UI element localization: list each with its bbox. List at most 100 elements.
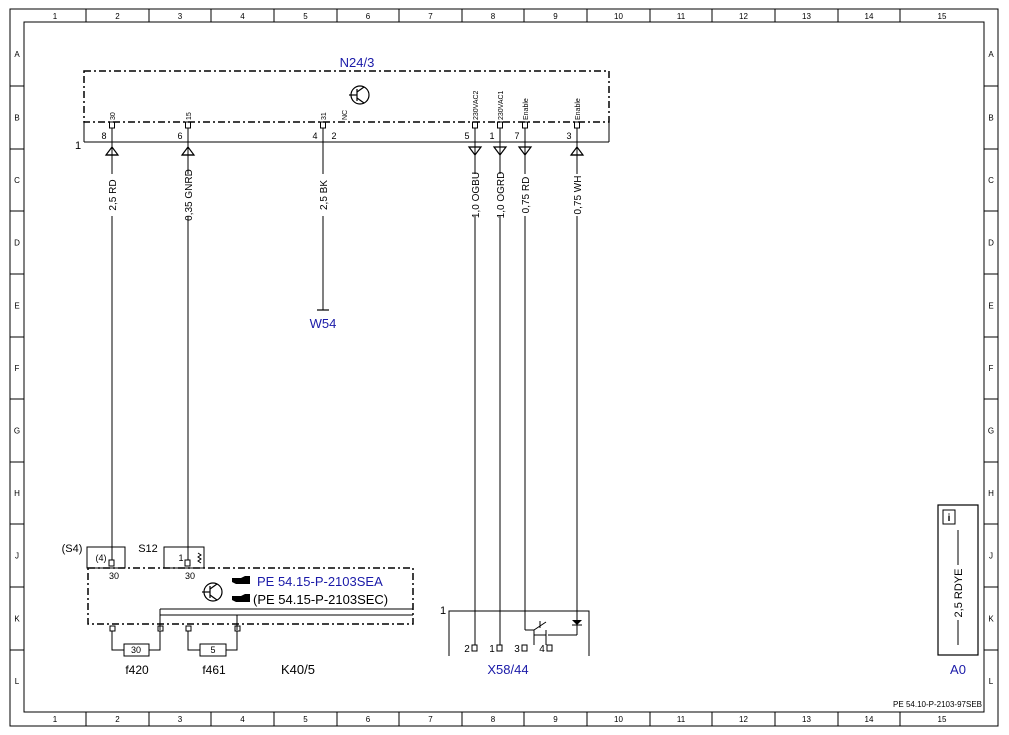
- column-index: 1: [53, 12, 58, 21]
- row-index: L: [989, 677, 994, 686]
- row-index: A: [988, 50, 994, 59]
- k40-title: K40/5: [281, 662, 315, 677]
- column-index: 11: [677, 715, 686, 724]
- transistor-icon: [349, 85, 370, 105]
- row-index: E: [988, 302, 993, 311]
- ref-link-sea[interactable]: PE 54.15-P-2103SEA: [257, 574, 383, 589]
- a0-title[interactable]: A0: [950, 662, 966, 677]
- row-index: G: [14, 427, 20, 436]
- pointing-hand-icon: [232, 576, 250, 584]
- column-index: 4: [240, 12, 245, 21]
- column-index: 6: [366, 715, 371, 724]
- row-index: G: [988, 427, 994, 436]
- n24-title[interactable]: N24/3: [340, 55, 375, 70]
- column-index: 14: [865, 12, 874, 21]
- wire: 0,75 WH: [569, 142, 585, 611]
- fuse-f461-name: f461: [202, 663, 226, 677]
- row-index: F: [989, 364, 994, 373]
- row-ruler-left: A B C D E F G H J K L: [10, 50, 24, 686]
- row-index: F: [15, 364, 20, 373]
- n24-pin: 6 15: [177, 112, 193, 142]
- row-index: E: [14, 302, 19, 311]
- n24-pin-number: 7: [514, 131, 519, 141]
- column-index: 3: [178, 12, 183, 21]
- row-index: C: [988, 176, 994, 185]
- fuse-f461-value: 5: [210, 645, 215, 655]
- column-index: 3: [178, 715, 183, 724]
- column-index: 7: [428, 12, 433, 21]
- k40-transistor-icon: [202, 582, 223, 602]
- row-index: H: [14, 489, 20, 498]
- fuse-f420-name: f420: [125, 663, 149, 677]
- row-index: K: [14, 615, 20, 624]
- n24-pin-number: 1: [489, 131, 494, 141]
- column-index: 15: [938, 715, 947, 724]
- k40-pin-30a: 30: [109, 571, 119, 581]
- diode-icon: [572, 620, 582, 626]
- row-index: D: [14, 239, 20, 248]
- column-index: 2: [115, 715, 120, 724]
- wire-label: 0,75 WH: [573, 176, 584, 215]
- column-index: 14: [865, 715, 874, 724]
- n24-pin-number: 6: [177, 131, 182, 141]
- s12-pin: 1: [178, 553, 183, 563]
- n24-pin-function: 15: [186, 112, 193, 120]
- column-index: 8: [491, 715, 496, 724]
- sheet-frame: [9, 8, 999, 727]
- s12-label: S12: [138, 543, 158, 555]
- arrow-down-icon: [492, 146, 508, 156]
- n24-pin: 1 230VAC1: [489, 90, 505, 142]
- row-index: A: [14, 50, 20, 59]
- column-index: 8: [491, 12, 496, 21]
- document-reference: PE 54.10-P-2103-97SEB: [893, 700, 982, 709]
- n24-pin-number: 4: [312, 131, 317, 141]
- ref-link-sec[interactable]: (PE 54.15-P-2103SEC): [253, 592, 388, 607]
- row-index: C: [14, 176, 20, 185]
- wire-label: 0,75 RD: [521, 177, 532, 214]
- info-icon[interactable]: i: [942, 509, 956, 525]
- wire: 0,35 GNRD: [180, 142, 196, 560]
- wire: 2,5 RD: [104, 142, 120, 560]
- k40-component: (S4) (4) S12 1 30 30 PE 54.15-P-2103SEA …: [62, 543, 414, 677]
- row-index: J: [989, 552, 993, 561]
- wire-label: 1,0 OGBU: [471, 172, 482, 218]
- wire-label: 0,35 GNRD: [184, 169, 195, 221]
- row-index: J: [15, 552, 19, 561]
- n24-pin-function: 230VAC1: [498, 90, 505, 120]
- n24-pin: 7 Enable: [514, 98, 530, 142]
- column-index: 9: [553, 12, 558, 21]
- row-index: K: [988, 615, 994, 624]
- n24-pin-function: 230VAC2: [473, 90, 480, 120]
- column-index: 13: [802, 715, 811, 724]
- column-index: 9: [553, 715, 558, 724]
- x58-title[interactable]: X58/44: [487, 662, 528, 677]
- column-index: 10: [614, 12, 623, 21]
- w54-label[interactable]: W54: [310, 316, 337, 331]
- w54-ground: W54: [310, 309, 337, 331]
- row-index: D: [988, 239, 994, 248]
- row-index: B: [14, 114, 19, 123]
- n24-pin-function: NC: [342, 110, 349, 120]
- column-index: 7: [428, 715, 433, 724]
- n24-pin-function: Enable: [523, 98, 530, 120]
- row-index: L: [15, 677, 20, 686]
- wire-label: 1,0 OGRD: [496, 172, 507, 219]
- n24-pin-function: 30: [110, 112, 117, 120]
- wire-label: 2,5 BK: [319, 180, 330, 210]
- column-index: 15: [938, 12, 947, 21]
- column-index: 4: [240, 715, 245, 724]
- column-index: 5: [303, 12, 308, 21]
- pointing-hand-icon: [232, 594, 250, 602]
- x58-pin-c: 3: [514, 644, 520, 655]
- wire: 0,75 RD: [517, 142, 533, 611]
- n24-pin-number: 8: [101, 131, 106, 141]
- n24-component: N24/3 1 8306154312NC5230VAC21230VAC17Ena…: [75, 55, 610, 152]
- svg-text:i: i: [948, 513, 951, 524]
- x58-pin-d: 4: [539, 644, 545, 655]
- n24-pin-number: 3: [566, 131, 571, 141]
